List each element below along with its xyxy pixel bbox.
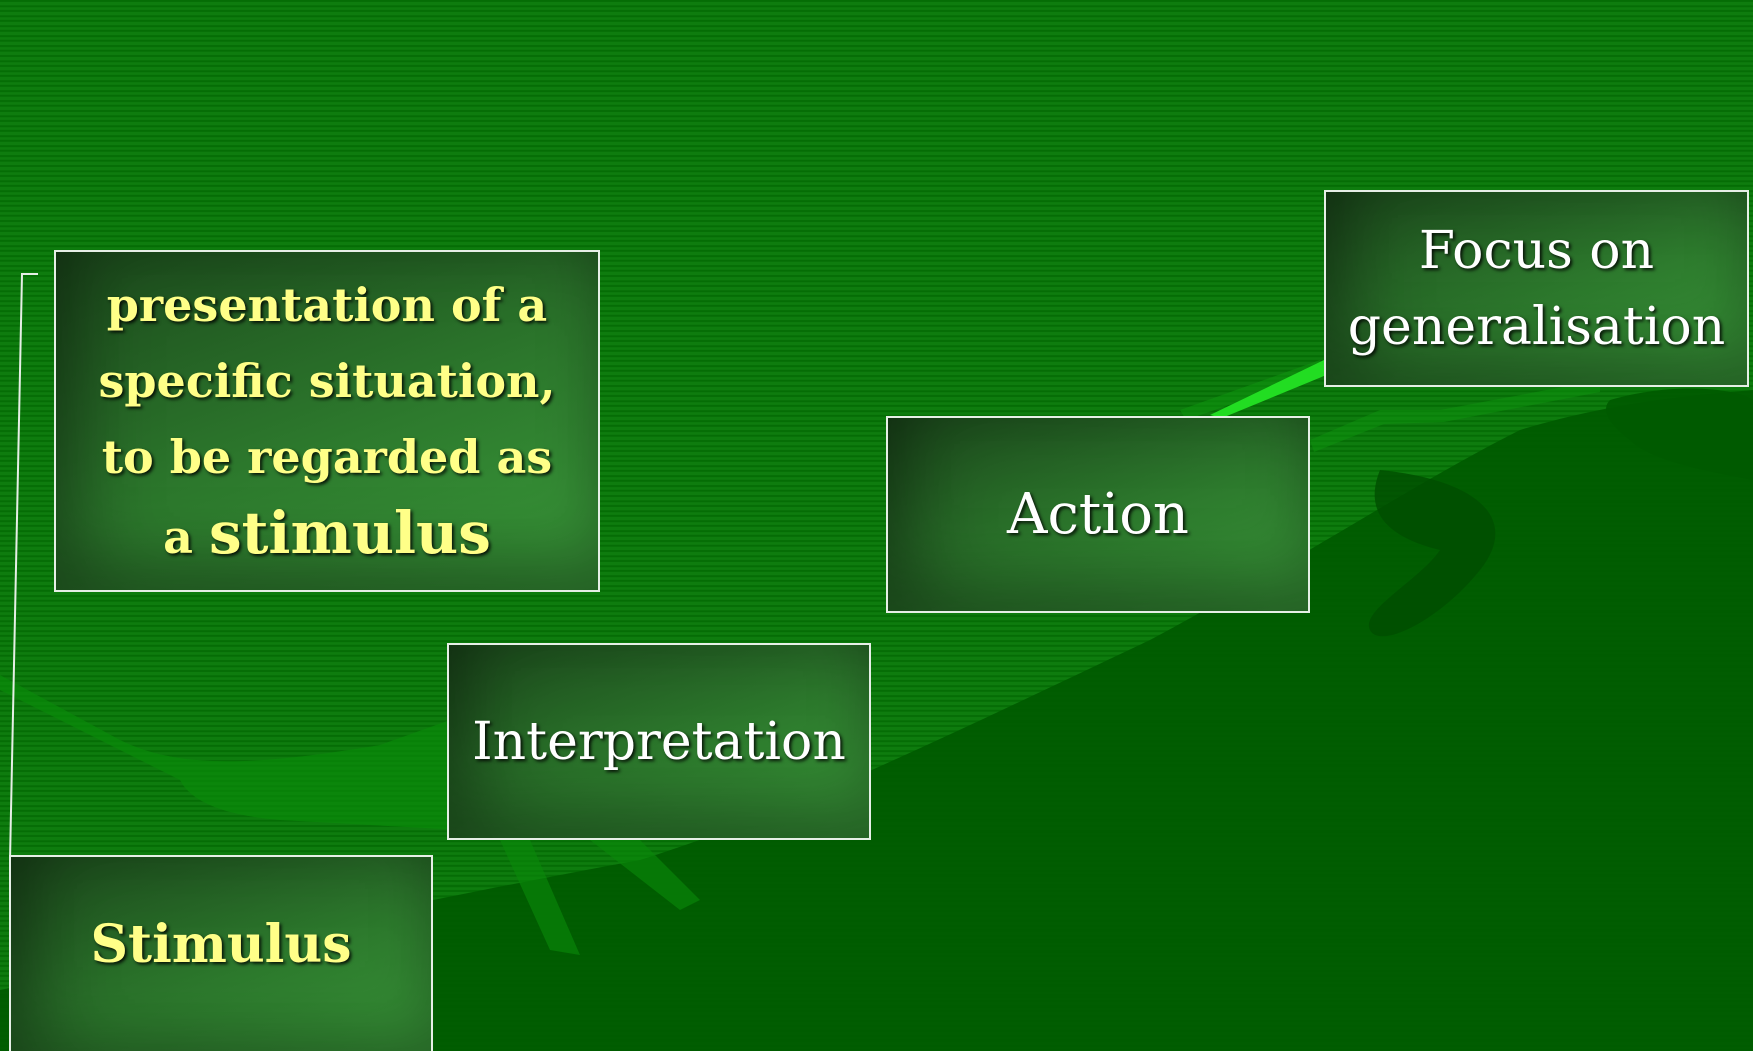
bracket-line bbox=[9, 273, 38, 861]
focus-box: Focus on generalisation bbox=[1324, 190, 1749, 387]
presentation-text: presentation of a specific situation, to… bbox=[98, 267, 555, 575]
arm-highlight-fingers bbox=[500, 830, 700, 955]
focus-line-1: Focus on bbox=[1418, 220, 1655, 281]
interpretation-box: Interpretation bbox=[447, 643, 871, 840]
presentation-stimulus-emphasis: stimulus bbox=[208, 499, 491, 567]
presentation-line-1: presentation of a bbox=[106, 278, 548, 332]
focus-line-2: generalisation bbox=[1347, 296, 1726, 357]
presentation-line-4-prefix: a bbox=[163, 510, 209, 564]
presentation-line-3: to be regarded as bbox=[101, 430, 553, 484]
connector-beam bbox=[1210, 360, 1324, 418]
action-label: Action bbox=[1007, 482, 1189, 547]
ridge-line bbox=[1180, 360, 1324, 420]
stimulus-box: Stimulus bbox=[9, 855, 433, 1051]
hand-silhouette bbox=[0, 390, 1753, 1051]
presentation-line-4: a stimulus bbox=[98, 495, 555, 575]
arm-highlight bbox=[0, 675, 460, 830]
interpretation-label: Interpretation bbox=[472, 711, 846, 772]
hand-palm bbox=[1606, 388, 1753, 480]
focus-text: Focus on generalisation bbox=[1348, 213, 1725, 365]
action-box: Action bbox=[886, 416, 1310, 613]
presentation-line-2: specific situation, bbox=[98, 354, 556, 408]
hand-fingers bbox=[1368, 470, 1496, 637]
stimulus-label: Stimulus bbox=[90, 913, 352, 975]
ridge-line-2 bbox=[1310, 380, 1600, 452]
presentation-box: presentation of a specific situation, to… bbox=[54, 250, 600, 592]
